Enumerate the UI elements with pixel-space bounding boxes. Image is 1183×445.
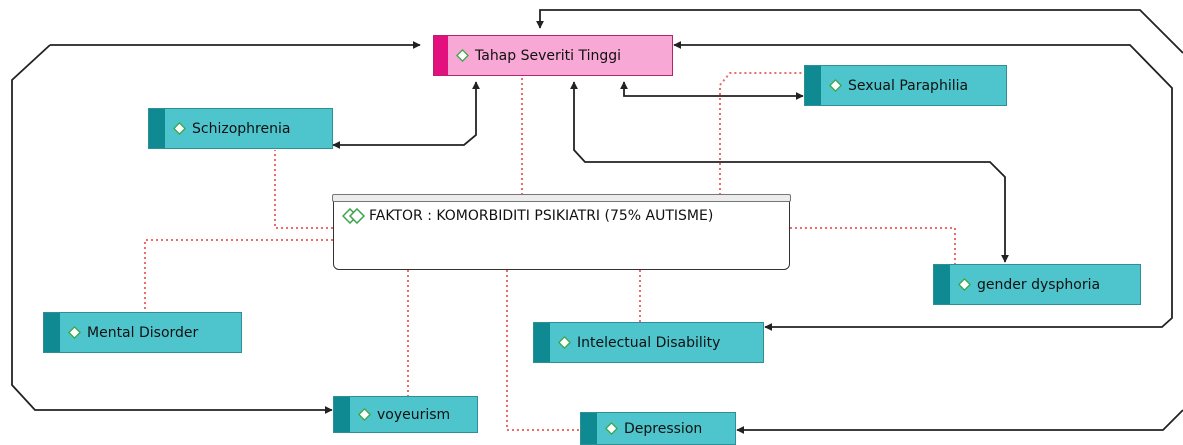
arrow-tahap-top [536, 9, 1183, 54]
diamond-icon [829, 79, 842, 92]
node-stripe [44, 313, 60, 352]
arrow-right-outer-loop [673, 41, 1173, 331]
center-factor-node[interactable]: FAKTOR : KOMORBIDITI PSIKIATRI (75% AUTI… [332, 194, 791, 270]
diamond-icon [958, 278, 971, 291]
arrow-tahap-schizophrenia [332, 81, 480, 149]
link-center-gender [790, 227, 956, 264]
node-stripe [534, 323, 550, 362]
node-stripe [581, 413, 597, 444]
arrow-tahap-sexual [620, 81, 804, 100]
node-sexual-paraphilia[interactable]: Sexual Paraphilia [804, 65, 1007, 106]
double-diamond-icon [342, 208, 366, 224]
node-stripe [934, 265, 950, 304]
node-depression[interactable]: Depression [580, 412, 736, 445]
node-label: Tahap Severiti Tinggi [475, 47, 622, 64]
node-voyeurism[interactable]: voyeurism [333, 396, 478, 433]
node-stripe [334, 397, 350, 432]
node-schizophrenia[interactable]: Schizophrenia [148, 108, 333, 149]
node-label: Schizophrenia [192, 120, 291, 137]
diamond-icon [456, 49, 469, 62]
diamond-icon [173, 122, 186, 135]
node-stripe [434, 36, 448, 75]
node-label: Sexual Paraphilia [848, 77, 969, 94]
node-intelectual-disability[interactable]: Intelectual Disability [533, 322, 764, 363]
node-stripe [149, 109, 165, 148]
diamond-icon [605, 422, 618, 435]
node-stripe [805, 66, 821, 105]
node-label: Intelectual Disability [577, 334, 721, 351]
node-label: gender dysphoria [977, 276, 1101, 293]
node-mental-disorder[interactable]: Mental Disorder [43, 312, 242, 353]
node-tahap-severiti-tinggi[interactable]: Tahap Severiti Tinggi [433, 35, 673, 76]
node-label: Mental Disorder [87, 324, 199, 341]
link-center-schizophrenia [274, 150, 333, 229]
diamond-icon [68, 326, 81, 339]
diamond-icon [358, 408, 371, 421]
center-factor-title: FAKTOR : KOMORBIDITI PSIKIATRI (75% AUTI… [369, 208, 714, 224]
link-center-depression [506, 270, 580, 431]
center-node-header-bar [332, 194, 791, 202]
node-label: Depression [624, 420, 703, 437]
arrow-tahap-gender [570, 81, 1009, 263]
arrow-left-outer-loop [11, 44, 333, 414]
diamond-icon [558, 336, 571, 349]
link-center-sexual [719, 72, 804, 195]
node-gender-dysphoria[interactable]: gender dysphoria [933, 264, 1141, 305]
node-label: voyeurism [377, 406, 451, 423]
arrow-depression-loop [736, 409, 1183, 434]
link-center-mental [144, 239, 333, 312]
